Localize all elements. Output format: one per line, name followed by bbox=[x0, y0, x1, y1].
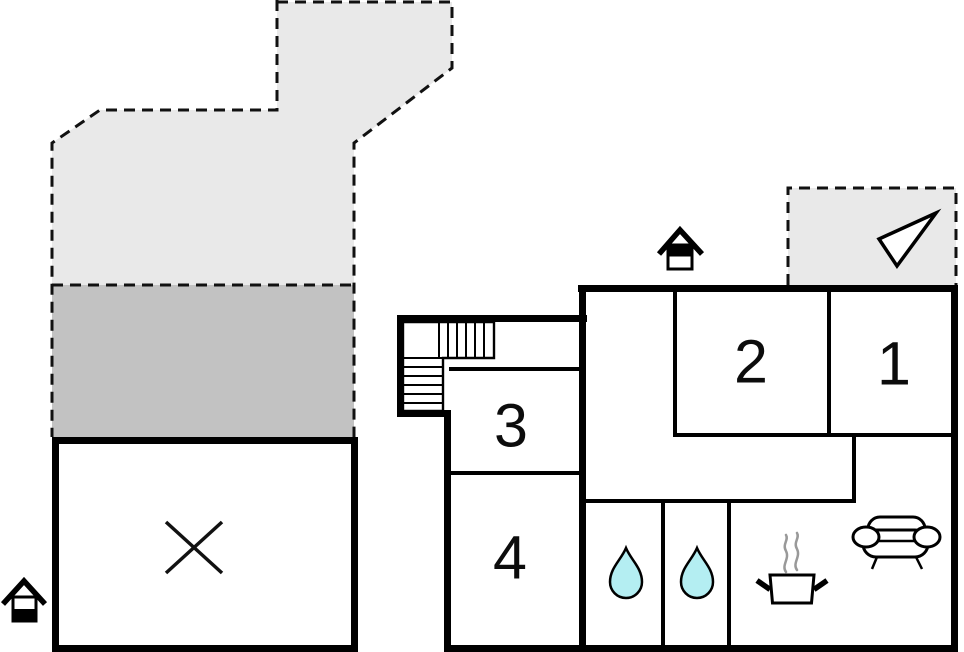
outer-walls bbox=[397, 285, 958, 652]
room-4-label: 4 bbox=[493, 523, 527, 592]
compass-box-dashed-border bbox=[786, 186, 958, 285]
water-drop-icon bbox=[608, 544, 644, 600]
sofa-icon bbox=[851, 515, 942, 570]
compass-arrow-icon bbox=[876, 208, 942, 270]
annex-building bbox=[52, 437, 358, 652]
house-entrance-icon-left bbox=[0, 576, 48, 623]
cooking-pot-icon bbox=[755, 531, 829, 605]
house-entrance-icon-top bbox=[656, 225, 705, 271]
rooms-3-4-floor bbox=[445, 367, 585, 649]
compass-box-area bbox=[788, 188, 956, 285]
staircase-icon bbox=[401, 320, 496, 413]
site-plot bbox=[50, 0, 454, 437]
annex-outline bbox=[52, 437, 358, 652]
water-drop-icon bbox=[679, 544, 715, 600]
site-boundary-dashed bbox=[50, 0, 454, 437]
interior-walls bbox=[449, 289, 953, 648]
site-terrace-area bbox=[52, 285, 354, 437]
room-1-label: 1 bbox=[877, 329, 911, 398]
site-upper-area bbox=[52, 2, 452, 285]
room-2-label: 2 bbox=[734, 327, 768, 396]
x-mark-icon bbox=[164, 520, 224, 575]
room-3-label: 3 bbox=[494, 391, 528, 460]
bathroom-icons bbox=[608, 544, 715, 600]
compass-box bbox=[786, 186, 958, 285]
steam-lines bbox=[783, 531, 800, 574]
main-building bbox=[397, 285, 958, 652]
